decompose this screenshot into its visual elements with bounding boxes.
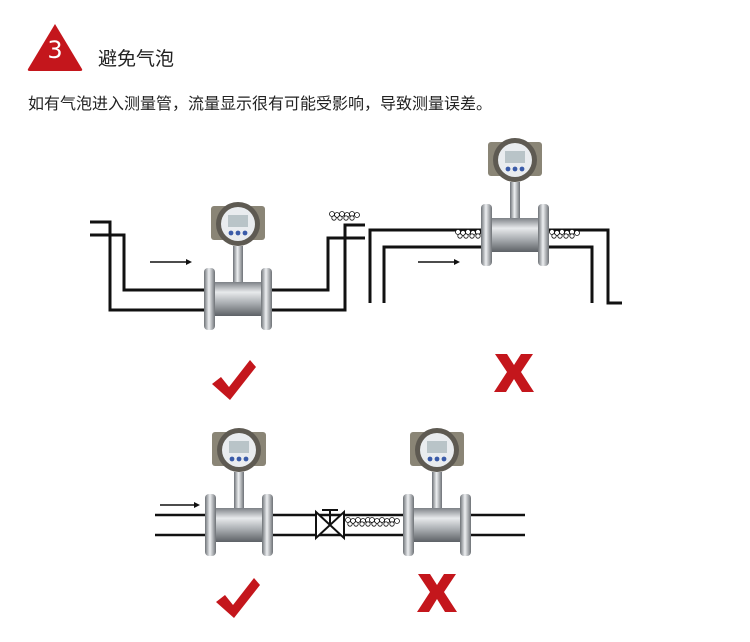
flow-arrow [418, 259, 460, 265]
cross-icon [494, 354, 534, 392]
flow-arrow [160, 502, 200, 508]
flowmeter-downstream [403, 428, 471, 556]
flow-arrow [150, 259, 192, 265]
flowmeter [481, 138, 549, 266]
diagram-inverted-u-pipe [368, 138, 622, 392]
check-icon [216, 578, 260, 618]
section-number: 3 [47, 36, 63, 64]
diagram-valve-line [155, 428, 525, 618]
diagram-u-pipe [90, 202, 365, 400]
flowmeter [204, 202, 272, 330]
section-number-badge [27, 24, 83, 71]
flowmeter-upstream [205, 428, 273, 556]
check-icon [212, 360, 256, 400]
valve-icon [315, 509, 345, 541]
section-description: 如有气泡进入测量管，流量显示很有可能受影响，导致测量误差。 [28, 94, 493, 113]
cross-icon [417, 574, 457, 612]
section-title: 避免气泡 [98, 48, 175, 70]
